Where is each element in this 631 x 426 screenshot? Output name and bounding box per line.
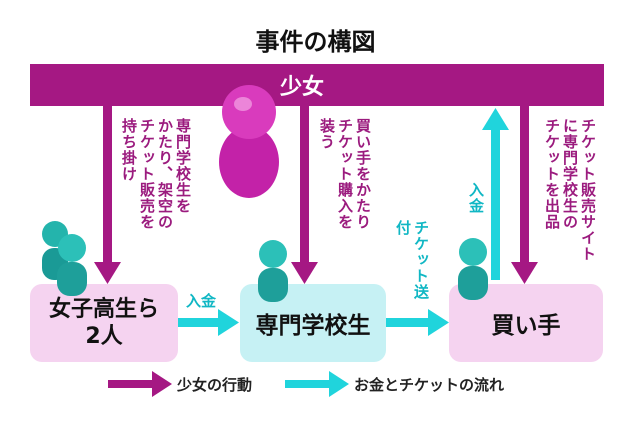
payment-arrow-to-vocational	[178, 309, 239, 336]
annotation-posing-as-buyer: 買い手をかたり チケット購入を 装う	[318, 118, 372, 230]
ticket-arrow-to-buyer	[386, 309, 449, 336]
schoolgirls-box: 女子高生ら 2人	[30, 284, 178, 362]
annotation-payment-to-girl: 入金	[467, 182, 485, 214]
girl-action-arrow-to-vocational	[291, 106, 318, 284]
person-icon	[458, 238, 488, 300]
legend-flow-arrow	[285, 371, 349, 397]
annotation-payment-to-vocational: 入金	[186, 292, 217, 310]
girl-action-arrow-to-buyer	[511, 106, 538, 284]
girl-figure-icon	[219, 85, 279, 198]
girl-action-arrow-to-schoolgirls	[94, 106, 121, 284]
legend-girl-action-arrow	[108, 371, 172, 397]
annotation-posing-as-vocational: 専門学校生を かたり、架空の チケット販売を 持ち掛け	[120, 118, 192, 230]
girl-bar	[30, 64, 604, 106]
annotation-ticket-sent: チケット送付	[394, 220, 430, 300]
person-icon	[57, 234, 87, 296]
girl-label: 少女	[280, 75, 325, 100]
legend-flow-label: お金とチケットの流れ	[354, 376, 505, 394]
legend-girl-action-label: 少女の行動	[177, 376, 253, 394]
annotation-listed-on-site: チケット販売サイト に専門学校生の チケットを出品	[543, 118, 597, 262]
payment-arrow-to-girl	[482, 108, 509, 280]
diagram-title: 事件の構図	[255, 28, 376, 56]
person-icon	[258, 240, 288, 302]
